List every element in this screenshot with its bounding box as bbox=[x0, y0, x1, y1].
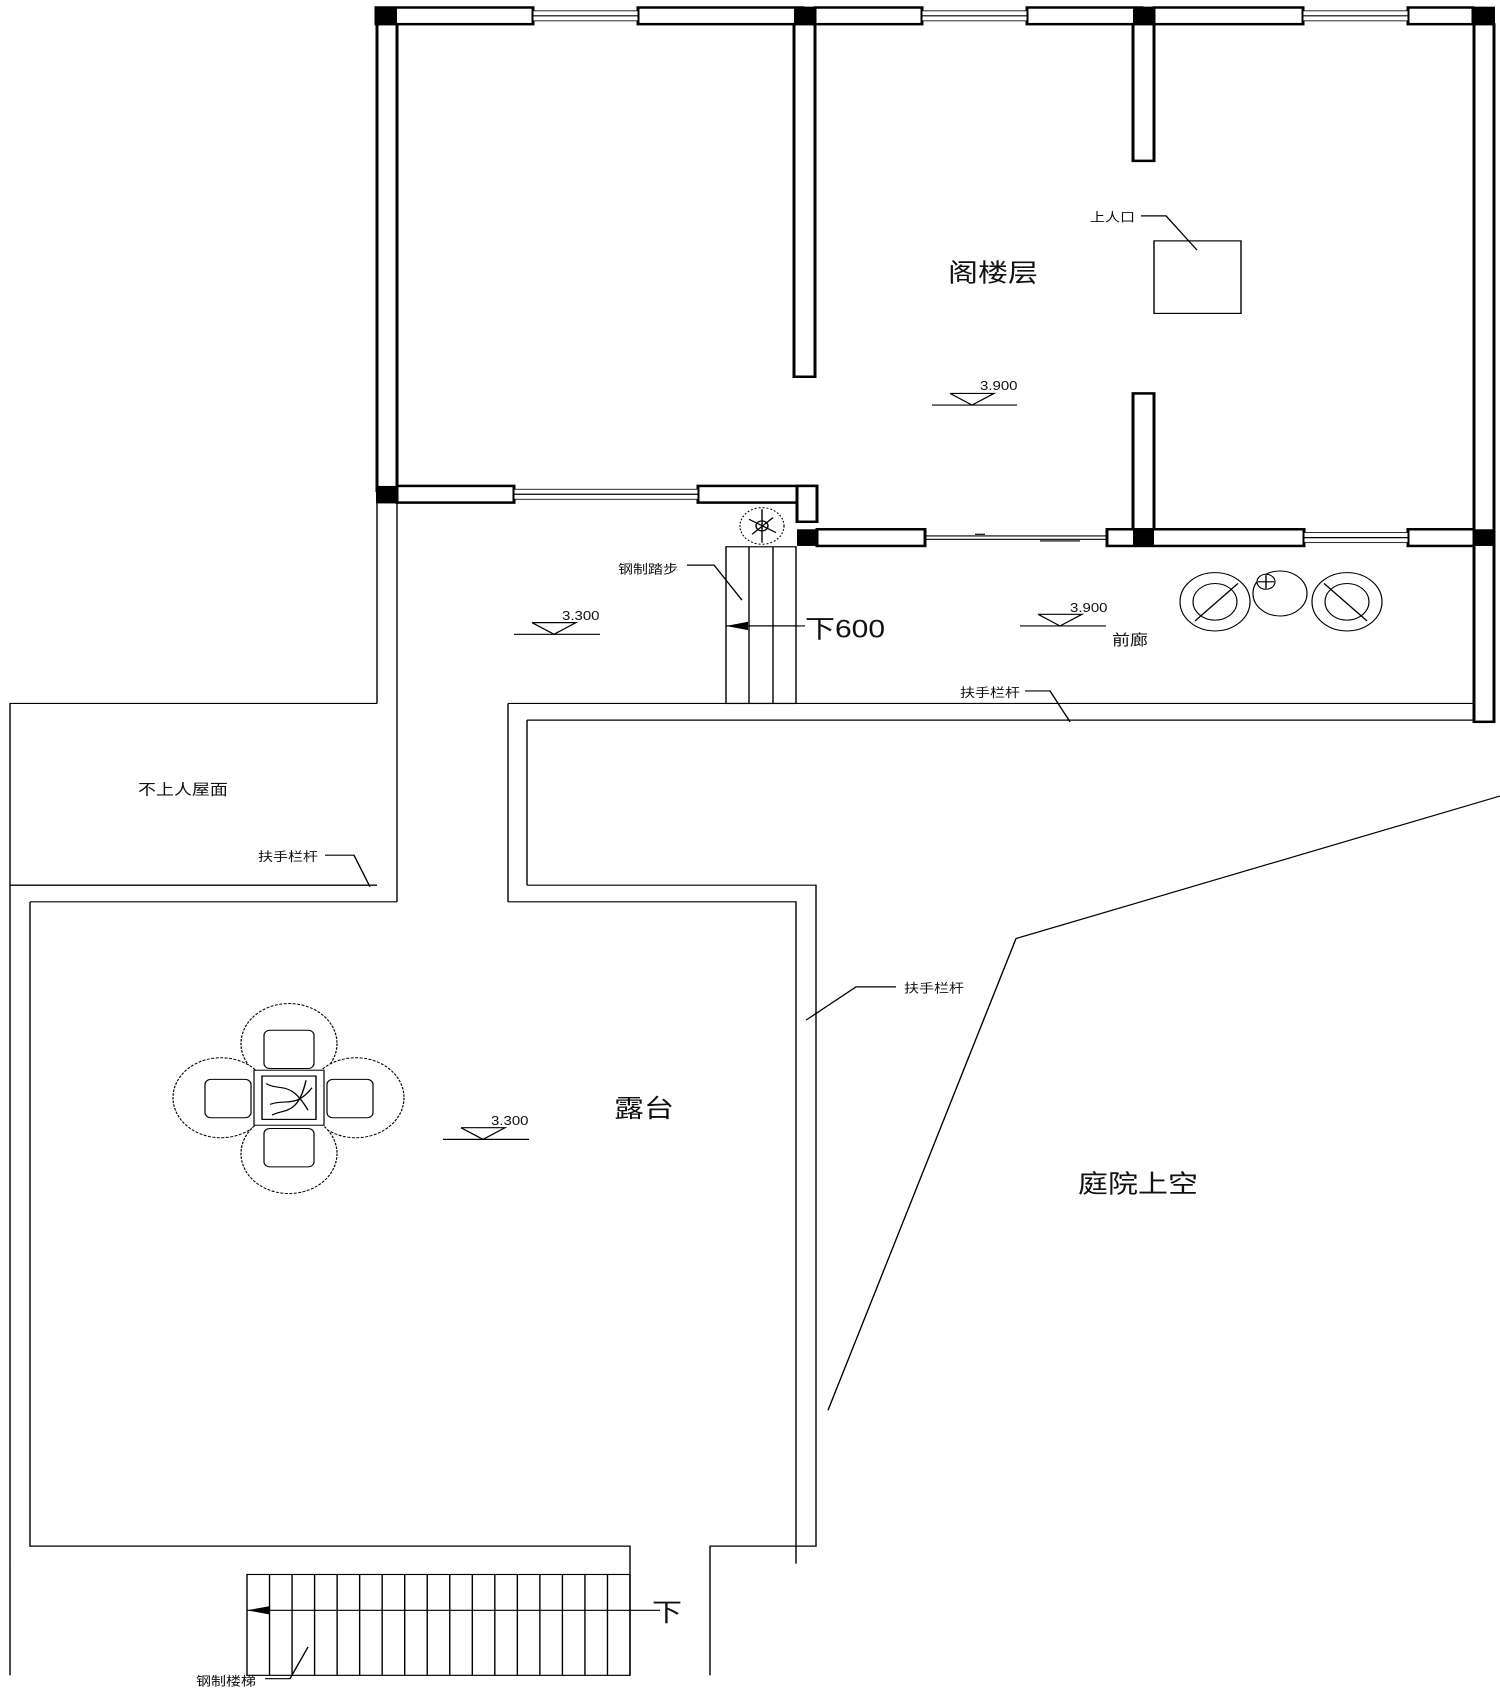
chair-icon bbox=[240, 1003, 338, 1085]
armchair-icon bbox=[1311, 572, 1383, 632]
elevation-marker-corridor: 3.900 bbox=[1020, 601, 1108, 627]
elevation-marker-terrace: 3.300 bbox=[443, 1114, 529, 1141]
potted-plant-icon bbox=[739, 507, 785, 545]
steel-stair-label: 钢制楼梯 bbox=[196, 1674, 256, 1688]
square-table-icon bbox=[253, 1069, 325, 1126]
table-and-chairs bbox=[172, 1003, 405, 1195]
svg-text:3.300: 3.300 bbox=[491, 1114, 529, 1128]
down-label: 下 bbox=[652, 1599, 682, 1627]
room-label-front-corridor: 前廊 bbox=[1112, 632, 1148, 649]
room-label-courtyard-void: 庭院上空 bbox=[1078, 1169, 1198, 1199]
down-600-label: 下600 bbox=[805, 615, 885, 643]
structural-columns bbox=[376, 6, 1495, 546]
side-table-icon bbox=[1252, 570, 1308, 617]
handrail-label-terrace: 扶手栏杆 bbox=[904, 982, 964, 996]
armchair-icon bbox=[1179, 572, 1251, 632]
room-label-attic: 阁楼层 bbox=[948, 258, 1038, 288]
chair-icon bbox=[240, 1113, 338, 1195]
chair-icon bbox=[307, 1057, 405, 1139]
svg-text:3.300: 3.300 bbox=[562, 609, 600, 623]
roof-hatch-label: 上人口 bbox=[1090, 211, 1135, 225]
room-label-non-accessible-roof: 不上人屋面 bbox=[138, 781, 228, 798]
room-label-terrace: 露台 bbox=[614, 1093, 674, 1123]
attic-walls bbox=[374, 6, 1496, 724]
top-windows bbox=[532, 10, 1409, 22]
sliding-door bbox=[925, 533, 1107, 542]
elevation-marker-attic: 3.900 bbox=[932, 379, 1018, 406]
svg-text:3.900: 3.900 bbox=[1070, 601, 1108, 615]
courtyard-boundary bbox=[827, 795, 1500, 1411]
steel-step bbox=[725, 546, 805, 705]
elevation-marker-upper-terrace: 3.300 bbox=[514, 609, 600, 635]
lounge-chairs bbox=[1179, 570, 1383, 632]
roof-hatch bbox=[1153, 240, 1242, 314]
svg-text:3.900: 3.900 bbox=[980, 379, 1018, 393]
steel-step-label: 钢制踏步 bbox=[618, 563, 678, 577]
handrail-label-left: 扶手栏杆 bbox=[258, 850, 318, 864]
steel-stair bbox=[246, 1573, 660, 1676]
handrail-label-corridor: 扶手栏杆 bbox=[960, 686, 1020, 700]
